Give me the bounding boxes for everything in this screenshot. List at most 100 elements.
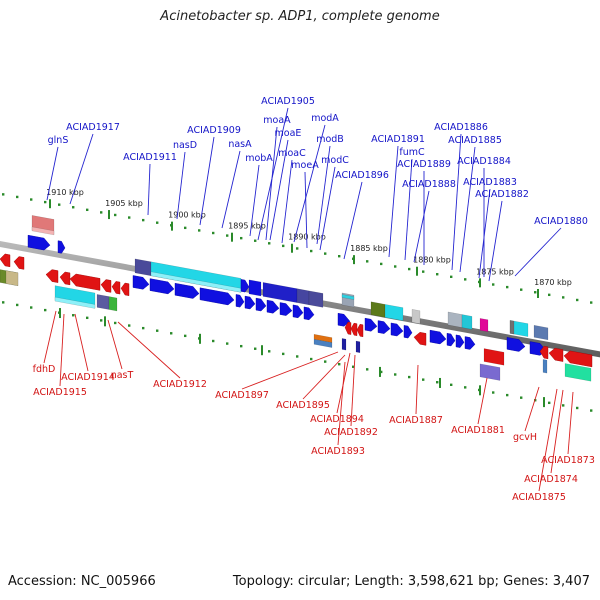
forward-label-line	[404, 158, 413, 261]
reverse-guide-dot	[142, 326, 145, 330]
forward-guide-dot	[44, 200, 47, 204]
forward-guide-dot	[100, 211, 103, 214]
forward-guide-dot	[268, 242, 271, 245]
forward-gene	[377, 320, 391, 334]
reverse-guide-dot	[450, 383, 453, 386]
forward-guide-dot	[128, 216, 131, 219]
reverse-gene-label: ACIAD1873	[541, 455, 595, 466]
forward-guide-dot	[156, 221, 159, 224]
reverse-guide-dot	[408, 375, 411, 379]
forward-guide-dot	[534, 291, 537, 294]
reverse-guide-dot	[184, 334, 187, 338]
forward-gene-label: ACIAD1883	[463, 177, 517, 188]
forward-label-line	[249, 164, 260, 237]
forward-guide-dot	[198, 229, 201, 232]
feature-block	[564, 363, 592, 382]
reverse-label-line	[350, 354, 356, 427]
forward-gene	[244, 295, 256, 310]
forward-gene	[390, 322, 404, 337]
reverse-label-line	[117, 321, 181, 379]
forward-gene	[279, 302, 293, 316]
forward-gene-label: ACIAD1905	[261, 96, 315, 107]
reverse-gene-label: fdhD	[33, 364, 56, 375]
reverse-gene	[120, 282, 130, 296]
reverse-scale-tick	[199, 333, 201, 344]
forward-gene	[266, 299, 280, 314]
forward-gene	[199, 287, 235, 306]
accession-text: Accession: NC_005966	[8, 574, 156, 589]
reverse-gene	[45, 269, 59, 283]
topology-text: Topology: circular; Length: 3,598,621 bp…	[232, 574, 590, 589]
reverse-guide-dot	[380, 370, 383, 374]
reverse-gene-label: ACIAD1897	[215, 390, 269, 401]
forward-guide-dot	[450, 275, 453, 278]
forward-gene	[240, 279, 250, 293]
reverse-gene	[413, 332, 427, 346]
forward-guide-dot	[142, 218, 145, 222]
forward-gene	[174, 282, 200, 299]
feature-block	[341, 338, 347, 351]
feature-block	[384, 304, 404, 321]
reverse-label-line	[477, 377, 488, 425]
reverse-gene	[69, 273, 101, 291]
forward-guide-dot	[30, 198, 33, 201]
reverse-gene-label: ACIAD1915	[33, 387, 87, 398]
reverse-gene-label: ACIAD1895	[276, 400, 330, 411]
feature-block	[31, 226, 55, 236]
forward-gene-label: ACIAD1882	[475, 189, 529, 200]
forward-label-line	[257, 107, 289, 241]
reverse-scale-tick	[104, 316, 106, 327]
forward-gene-label: moaE	[275, 128, 302, 139]
forward-label-line	[388, 145, 399, 258]
forward-label-line	[514, 227, 562, 277]
forward-gene	[429, 329, 447, 345]
reverse-label-line	[241, 351, 339, 390]
forward-gene-label: fumC	[399, 147, 425, 158]
reverse-guide-dot	[562, 404, 565, 407]
feature-block	[479, 318, 489, 333]
forward-guide-dot	[282, 244, 285, 248]
forward-gene-label: ACIAD1896	[335, 170, 389, 181]
reverse-scale-tick	[479, 385, 481, 396]
scale-tick	[108, 210, 110, 220]
forward-guide-dot	[366, 260, 369, 263]
forward-label-line	[221, 150, 241, 229]
forward-gene	[403, 325, 413, 339]
feature-block	[370, 301, 386, 318]
feature-block	[483, 348, 505, 366]
reverse-guide-dot	[394, 373, 397, 376]
forward-label-line	[176, 151, 186, 220]
forward-guide-dot	[254, 239, 257, 242]
scale-tick	[231, 232, 233, 242]
feature-block	[150, 271, 242, 293]
scale-tick-label: 1895 kbp	[228, 222, 266, 231]
forward-gene-label: ACIAD1880	[534, 216, 588, 227]
forward-gene	[455, 334, 465, 348]
forward-guide-dot	[86, 208, 89, 212]
forward-guide-dot	[72, 206, 75, 209]
reverse-label-line	[302, 354, 346, 400]
reverse-guide-dot	[212, 339, 215, 343]
reverse-gene-label: ACIAD1887	[389, 415, 443, 426]
reverse-label-line	[538, 388, 558, 492]
forward-gene-label: nasA	[228, 139, 252, 150]
reverse-scale-tick	[379, 366, 381, 377]
reverse-gene	[548, 347, 564, 362]
forward-label-line	[293, 124, 326, 243]
reverse-label-line	[43, 310, 57, 364]
forward-label-line	[459, 146, 476, 273]
reverse-label-line	[567, 391, 574, 455]
forward-label-line	[413, 190, 430, 263]
forward-gene	[132, 275, 150, 290]
forward-gene-label: mobA	[245, 153, 273, 164]
scale-tick	[291, 243, 293, 253]
reverse-gene	[100, 279, 112, 293]
reverse-gene	[356, 324, 364, 338]
forward-guide-dot	[408, 267, 411, 271]
feature-block	[447, 311, 463, 328]
reverse-gene	[0, 253, 11, 268]
scale-tick	[537, 288, 539, 298]
forward-label-line	[316, 145, 331, 245]
feature-block	[262, 282, 298, 303]
reverse-gene	[350, 322, 358, 336]
